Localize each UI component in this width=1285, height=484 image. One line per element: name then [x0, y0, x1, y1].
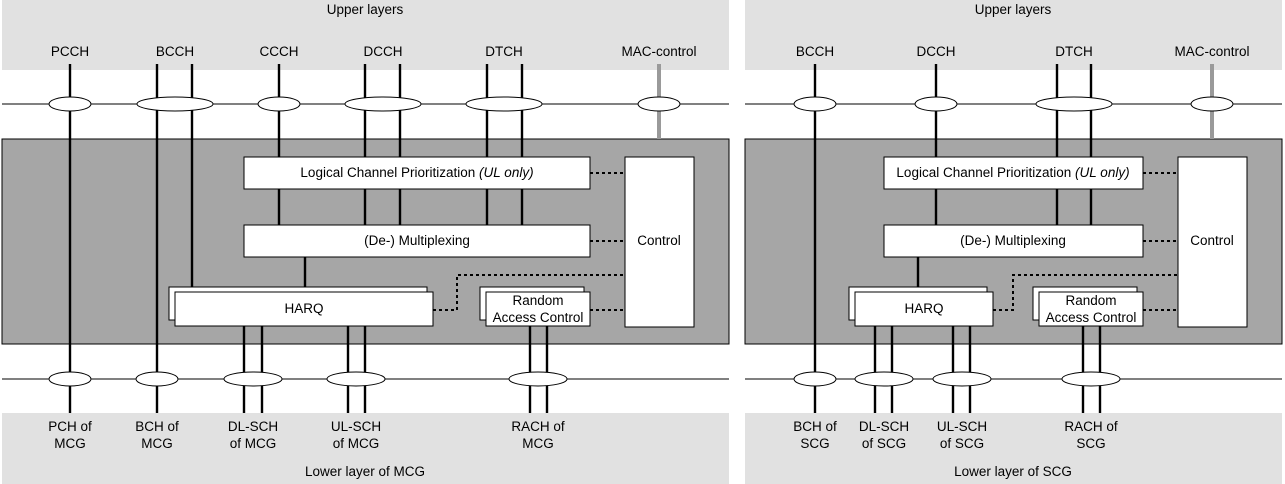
scg-logical-channel-label: MAC-control — [1174, 44, 1249, 59]
scg-dtch-sap — [1035, 96, 1113, 112]
scg-transport-channel-label: RACH of — [1064, 419, 1118, 434]
mcg-transport-channel-label: DL-SCH — [228, 419, 278, 434]
scg-mac-control-sap — [1190, 96, 1234, 112]
mcg-lcp-block — [243, 156, 591, 190]
scg-transport-channel-label: of SCG — [940, 436, 984, 451]
scg-upper-layers-band — [745, 0, 1282, 70]
scg-rac-label-2: Access Control — [1046, 310, 1137, 325]
mcg-rac-label-1: Random — [512, 293, 563, 308]
scg-logical-channel-label: DTCH — [1055, 44, 1093, 59]
mcg-dcch-sap — [344, 96, 422, 112]
mcg-rach-sap — [508, 371, 568, 387]
scg-rac-block — [1038, 291, 1144, 327]
mcg-bcch-sap — [136, 96, 214, 112]
mcg-control-block — [624, 156, 695, 328]
mcg-mac-control-sap — [637, 96, 681, 112]
scg-transport-channel-label: of SCG — [862, 436, 906, 451]
mcg-harq-block — [174, 291, 434, 327]
mcg-transport-channel-label: of MCG — [230, 436, 277, 451]
mcg-logical-channel-label: MAC-control — [621, 44, 696, 59]
scg-logical-channel-label: BCCH — [796, 44, 834, 59]
mcg-mux-label: (De-) Multiplexing — [364, 233, 470, 248]
mcg-rac-block — [485, 291, 591, 327]
scg-mux-label: (De-) Multiplexing — [960, 233, 1066, 248]
mcg-lcp-label: Logical Channel Prioritization (UL only) — [300, 165, 533, 180]
mcg-lower-layer-label: Lower layer of MCG — [305, 464, 425, 479]
scg-dlsch-sap — [854, 371, 914, 387]
scg-harq-label: HARQ — [904, 301, 943, 316]
mcg-upper-layers-label: Upper layers — [327, 2, 404, 17]
mcg-transport-channel-label: RACH of — [511, 419, 565, 434]
scg-bch-sap — [793, 371, 837, 387]
scg-upper-layers-label: Upper layers — [975, 2, 1052, 17]
scg-control-label: Control — [1190, 233, 1234, 248]
scg-transport-channel-label: DL-SCH — [859, 419, 909, 434]
mcg-logical-channel-label: DTCH — [485, 44, 523, 59]
scg-bcch-sap — [793, 96, 837, 112]
scg-dcch-sap — [914, 96, 958, 112]
mcg-logical-channel-label: DCCH — [364, 44, 403, 59]
mcg-ulsch-sap — [326, 371, 386, 387]
scg-ulsch-sap — [932, 371, 992, 387]
mcg-pcch-sap — [48, 96, 92, 112]
mcg-dtch-sap — [465, 96, 543, 112]
mcg-dlsch-sap — [223, 371, 283, 387]
scg-lower-layer-label: Lower layer of SCG — [954, 464, 1072, 479]
scg-lower-layer-band — [745, 413, 1282, 484]
scg-rach-sap — [1061, 371, 1121, 387]
mcg-transport-channel-label: PCH of — [48, 419, 92, 434]
mcg-transport-channel-label: MCG — [54, 436, 86, 451]
mcg-transport-channel-label: of MCG — [333, 436, 380, 451]
mcg-bch-sap — [135, 371, 179, 387]
mcg-logical-channel-label: BCCH — [156, 44, 194, 59]
mcg-transport-channel-label: BCH of — [135, 419, 179, 434]
scg-control-block — [1177, 156, 1248, 328]
mcg-upper-layers-band — [2, 0, 729, 70]
scg-control-link-harq — [993, 274, 1178, 311]
scg-rac-label-1: Random — [1065, 293, 1116, 308]
mcg-harq-label: HARQ — [284, 301, 323, 316]
mcg-control-link-harq — [433, 274, 625, 311]
mcg-control-label: Control — [637, 233, 681, 248]
mcg-rac-label-2: Access Control — [493, 310, 584, 325]
mcg-transport-channel-label: UL-SCH — [331, 419, 381, 434]
scg-transport-channel-label: SCG — [800, 436, 829, 451]
mcg-transport-channel-label: MCG — [522, 436, 554, 451]
mcg-ccch-sap — [257, 96, 301, 112]
mcg-pch-sap — [48, 371, 92, 387]
mcg-mac-diagram: Upper layers Lower layer of MCG Logical … — [1, 0, 730, 484]
scg-transport-channel-label: BCH of — [793, 419, 837, 434]
scg-lcp-label: Logical Channel Prioritization (UL only) — [896, 165, 1129, 180]
scg-mux-block — [883, 224, 1144, 258]
scg-transport-channel-label: SCG — [1076, 436, 1105, 451]
scg-mac-diagram: Upper layers Lower layer of SCG Logical … — [744, 0, 1283, 484]
scg-harq-block — [854, 291, 994, 327]
scg-transport-channel-label: UL-SCH — [937, 419, 987, 434]
scg-logical-channel-label: DCCH — [917, 44, 956, 59]
mcg-lower-layer-band — [2, 413, 729, 484]
mcg-logical-channel-label: PCCH — [51, 44, 89, 59]
mcg-mux-block — [243, 224, 591, 258]
mcg-logical-channel-label: CCCH — [260, 44, 299, 59]
mcg-transport-channel-label: MCG — [141, 436, 173, 451]
